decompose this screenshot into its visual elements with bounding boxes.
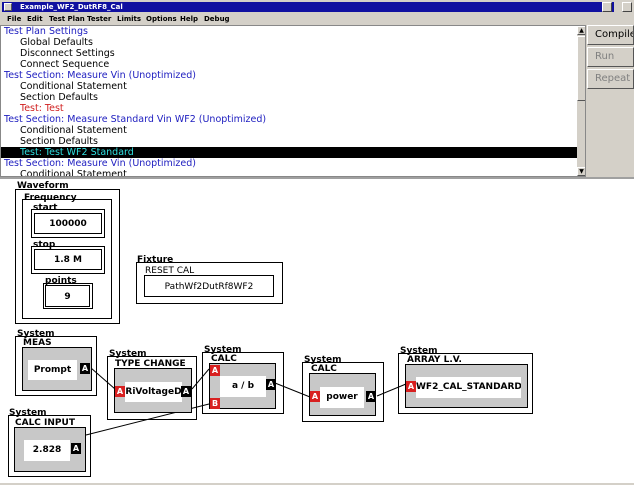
start-label: start [33,203,58,213]
typechange-value: RiVoltageD [125,382,182,402]
stop-group [31,246,105,274]
tree-item[interactable]: Section Defaults [20,136,98,147]
calcinput-box[interactable] [8,415,91,477]
calc1-box[interactable] [202,352,284,414]
window-menu-icon[interactable] [4,3,12,11]
frequency-title: Frequency [24,193,77,203]
calc2-input-port[interactable]: A [310,391,320,402]
tree-section[interactable]: Test Section: Measure Standard Vin WF2 (… [4,114,267,125]
typechange-name: TYPE CHANGE [115,359,186,369]
menu-file[interactable]: File [7,15,22,23]
wire-typechange-to-calc-a [191,368,210,390]
points-group [43,283,93,309]
menu-test-plan[interactable]: Test Plan [49,15,85,23]
scroll-thumb[interactable] [577,36,585,101]
frequency-box [22,199,112,319]
calc1-output-port[interactable]: A [266,379,276,390]
typechange-input-port[interactable]: A [115,386,125,397]
tree-section[interactable]: Test Section: Measure Vin (Unoptimized) [4,70,196,81]
tree-item[interactable]: Section Defaults [20,92,98,103]
calcinput-system-label: System [9,408,47,418]
tree-item-selected[interactable]: Test: Test WF2 Standard [1,147,577,158]
points-label: points [45,276,77,286]
minimize-button[interactable] [602,2,612,12]
tree-item[interactable]: Global Defaults [20,37,93,48]
calc2-name: CALC [311,364,337,374]
tree-scrollbar[interactable]: ▲ ▼ [577,26,585,176]
meas-name: MEAS [23,338,52,348]
typechange-box[interactable] [107,356,197,420]
calc2-output-port[interactable]: A [366,391,376,402]
fixture-subtitle: RESET CAL [145,266,195,276]
run-button[interactable]: Run [587,47,634,67]
typechange-output-port[interactable]: A [181,386,191,397]
maximize-button[interactable] [622,2,632,12]
compile-button[interactable]: Compile [587,25,634,45]
calcinput-value: 2.828 [24,440,70,461]
window-title: Example_WF2_DutRF8_Cal [20,3,123,11]
stop-label: stop [33,240,56,250]
tree-item[interactable]: Disconnect Settings [20,48,115,59]
menu-tester[interactable]: Tester [87,15,112,23]
scroll-down-icon[interactable]: ▼ [577,167,585,176]
array-input-port[interactable]: A [406,381,416,392]
calc1-name: CALC [211,354,237,364]
array-system-label: System [400,346,438,356]
calc2-system-label: System [304,355,342,365]
array-value: WF2_CAL_STANDARD [416,377,521,398]
menu-debug[interactable]: Debug [204,15,230,23]
menu-limits[interactable]: Limits [117,15,142,23]
fixture-title: Fixture [137,255,174,265]
menu-help[interactable]: Help [180,15,199,23]
typechange-system-label: System [109,349,147,359]
calc1-input-b-port[interactable]: B [210,398,220,409]
start-field[interactable]: 100000 [34,213,102,234]
scroll-up-icon[interactable]: ▲ [577,26,585,35]
tree-test[interactable]: Test: Test [20,103,64,114]
menu-edit[interactable]: Edit [27,15,43,23]
calc2-box[interactable] [302,362,384,422]
calc1-system-label: System [204,345,242,355]
start-group [31,209,105,238]
calc2-value: power [320,387,364,408]
tree-item[interactable]: Conditional Statement [20,81,127,92]
array-name: ARRAY L.V. [407,355,462,365]
meas-box[interactable] [15,336,97,396]
menu-bar: File Edit Test Plan Tester Limits Option… [0,13,634,25]
meas-output-port[interactable]: A [80,363,90,374]
repeat-button[interactable]: Repeat [587,69,634,89]
waveform-title: Waveform [17,181,69,191]
calc1-input-a-port[interactable]: A [210,365,220,376]
tree-section[interactable]: Test Section: Measure Vin (Unoptimized) [4,158,196,169]
tree-item[interactable]: Connect Sequence [20,59,110,70]
tree-item[interactable]: Conditional Statement [20,125,127,136]
points-field[interactable]: 9 [45,285,90,307]
array-box[interactable] [398,353,533,414]
calcinput-name: CALC INPUT [15,418,75,428]
meas-value: Prompt [28,360,77,380]
tree-section[interactable]: Test Plan Settings [4,26,88,37]
title-bar: Example_WF2_DutRF8_Cal [0,0,634,13]
action-panel: Compile Run Repeat [586,25,634,177]
fixture-box [136,262,283,304]
menu-options[interactable]: Options [146,15,177,23]
waveform-box [15,189,120,324]
meas-system-label: System [17,329,55,339]
calcinput-output-port[interactable]: A [71,443,81,454]
stop-field[interactable]: 1.8 M [34,249,102,270]
calc1-value: a / b [220,376,266,397]
flow-canvas[interactable]: Waveform Frequency start 100000 stop 1.8… [0,177,634,483]
tree-item[interactable]: Conditional Statement [20,169,127,177]
title-bar-fill [2,2,614,12]
wire-meas-to-typechange [90,367,116,390]
fixture-field[interactable]: PathWf2DutRf8WF2 [144,275,274,297]
wire-power-to-array [376,383,407,397]
wire-calc-to-power [274,382,311,398]
